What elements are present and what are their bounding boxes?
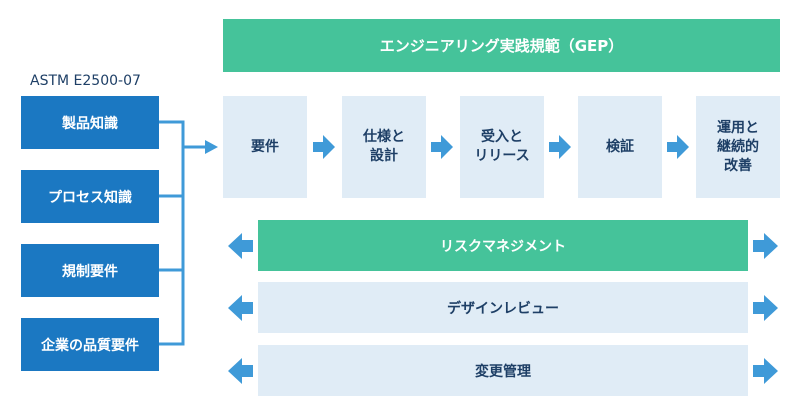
knowledge-box-quality: 企業の品質要件 xyxy=(21,318,159,371)
step-arrow-icon xyxy=(549,135,571,159)
step-arrow-icon xyxy=(667,135,689,159)
step-arrow-icon xyxy=(431,135,453,159)
step-label: 検証 xyxy=(606,138,634,155)
step-label: 要件 xyxy=(251,138,279,155)
gep-title: エンジニアリング実践規範（GEP） xyxy=(379,37,624,55)
gep-banner: エンジニアリング実践規範（GEP） xyxy=(223,19,780,72)
change-management-bar: 変更管理 xyxy=(258,345,748,396)
arrow-right-icon xyxy=(753,233,778,259)
design-review-bar: デザインレビュー xyxy=(258,282,748,333)
arrow-right-icon xyxy=(205,140,218,154)
process-step-spec-design: 仕様と 設計 xyxy=(342,96,426,198)
process-step-operation-improvement: 運用と 継続的 改善 xyxy=(696,96,780,198)
astm-title: ASTM E2500-07 xyxy=(30,73,141,89)
process-step-verification: 検証 xyxy=(578,96,662,198)
arrow-right-icon xyxy=(753,295,778,321)
knowledge-label: プロセス知識 xyxy=(48,189,132,206)
step-label: 仕様と 設計 xyxy=(363,129,405,164)
arrow-left-icon xyxy=(228,233,253,259)
step-label: 運用と 継続的 改善 xyxy=(717,119,759,174)
knowledge-label: 規制要件 xyxy=(62,263,118,280)
bracket-connector xyxy=(159,120,206,346)
bar-label: 変更管理 xyxy=(475,363,531,380)
bar-label: デザインレビュー xyxy=(447,300,559,317)
knowledge-box-process: プロセス知識 xyxy=(21,170,159,223)
arrow-left-icon xyxy=(228,295,253,321)
bar-label: リスクマネジメント xyxy=(440,238,566,255)
knowledge-label: 企業の品質要件 xyxy=(41,337,139,354)
risk-management-bar: リスクマネジメント xyxy=(258,220,748,271)
step-arrow-icon xyxy=(313,135,335,159)
arrow-left-icon xyxy=(228,358,253,384)
process-step-acceptance-release: 受入と リリース xyxy=(460,96,544,198)
knowledge-box-regulatory: 規制要件 xyxy=(21,244,159,297)
arrow-right-icon xyxy=(753,358,778,384)
process-step-requirements: 要件 xyxy=(223,96,307,198)
knowledge-label: 製品知識 xyxy=(62,115,118,132)
knowledge-box-product: 製品知識 xyxy=(21,96,159,149)
step-label: 受入と リリース xyxy=(474,129,530,164)
